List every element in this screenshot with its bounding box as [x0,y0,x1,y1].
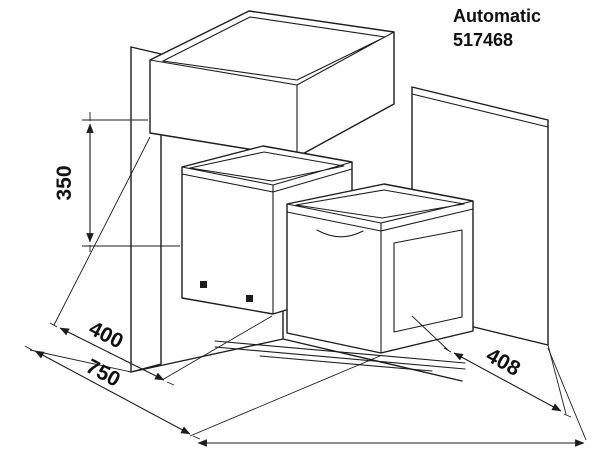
pullout-rails [214,340,466,372]
bin-back-fixing-clip [200,281,207,288]
product-line-label: Automatic [453,6,541,26]
basin-silhouette [149,10,395,158]
door-top-thickness-line [411,93,549,128]
dimension-total-width-extensions [24,345,381,440]
bin-front-silhouette [286,183,474,354]
dimension-total-width: 750 [24,345,381,440]
dimension-label-height: 350 [53,165,76,200]
waste-bin-front [286,183,474,354]
basin-rim-details [149,16,395,158]
dimension-inner-width-extensions [49,136,273,386]
dimension-label-depth: 408 [482,344,524,381]
bin-back-fixing-clip [246,295,253,302]
rail-lines [214,340,466,372]
sink-basin [149,10,395,158]
dimension-label-total-width: 750 [82,355,124,392]
bin-back-rim-details [181,151,353,315]
product-code-label: 517468 [453,30,513,50]
dimension-total-width-line [34,350,191,435]
dimension-depth-line [453,352,562,412]
bin-front-rim-details [286,189,474,354]
dimension-height-extension-ticks [82,112,180,252]
baseline-extensions [547,347,587,441]
bin-front-handle-recess [316,229,364,238]
dimension-height: 350 [53,112,180,252]
dimension-label-inner-width: 400 [85,317,127,353]
dimension-overall-baseline [197,347,587,447]
